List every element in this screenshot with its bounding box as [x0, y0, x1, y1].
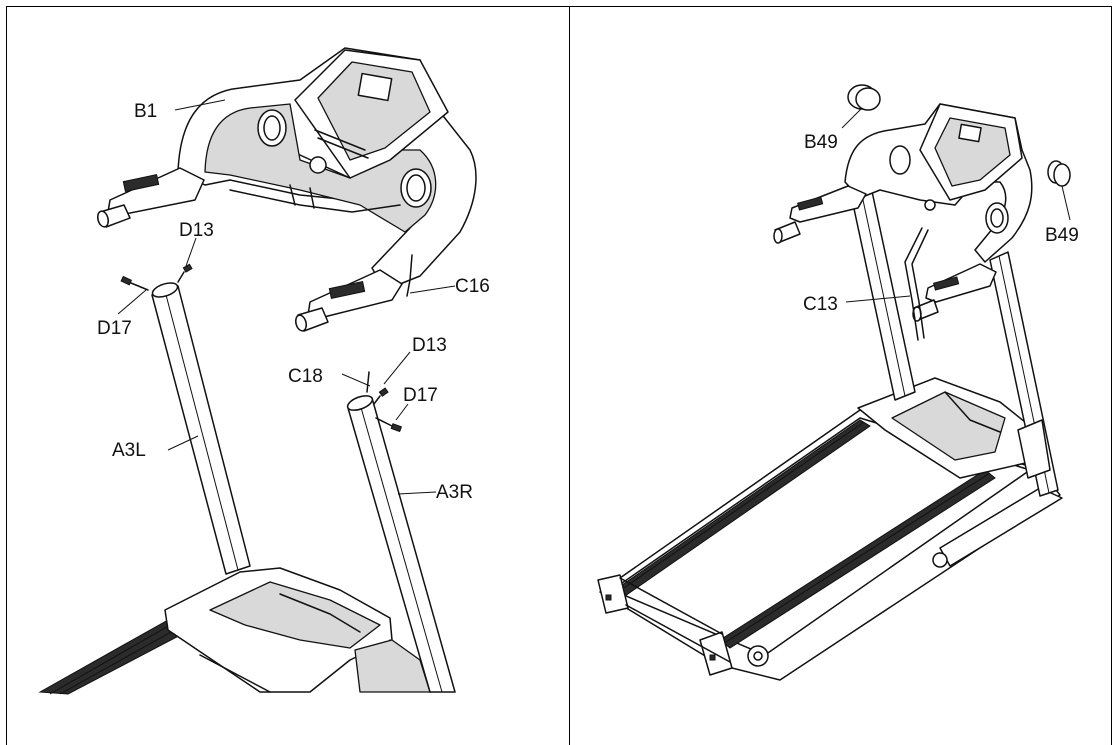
treadmill-base [597, 377, 1063, 681]
label-b1: B1 [134, 101, 157, 122]
right-panel-border [569, 6, 1112, 745]
label-c13: C13 [803, 294, 838, 315]
console-assembled [773, 103, 1033, 322]
bolts-left [120, 263, 193, 291]
label-d17-right: D17 [403, 385, 438, 406]
treadmill-deck-partial [38, 567, 431, 695]
end-caps-b49 [847, 84, 1071, 187]
uprights-assembled [849, 181, 1059, 497]
leader-lines-right [841, 107, 1071, 303]
label-c18: C18 [288, 366, 323, 387]
left-panel-diagram: B1 D13 D17 C16 D13 C18 D17 A3L A3R [38, 47, 490, 695]
label-c16: C16 [455, 276, 490, 297]
bolts-right [366, 371, 403, 433]
leader-lines-left [117, 99, 456, 495]
label-a3l: A3L [112, 440, 146, 461]
cable-c16 [406, 254, 413, 297]
upright-a3l [151, 282, 251, 575]
label-b49-left: B49 [804, 132, 838, 153]
cable-c13 [904, 227, 929, 341]
right-panel-diagram: B49 B49 C13 [597, 84, 1079, 681]
label-d17-left: D17 [97, 318, 132, 339]
label-b49-right: B49 [1045, 225, 1079, 246]
label-d13-right: D13 [412, 335, 447, 356]
console-b1 [96, 47, 477, 332]
label-d13-left: D13 [179, 220, 214, 241]
label-a3r: A3R [436, 482, 473, 503]
upright-a3r [346, 395, 456, 693]
